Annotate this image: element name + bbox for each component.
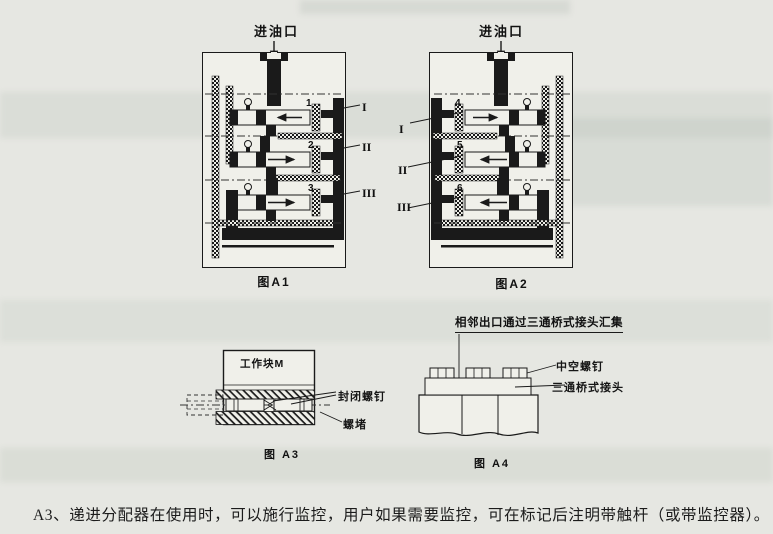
a3-block-section-drawing: 工作块M	[180, 349, 343, 426]
a1-outlet-label-1: I	[362, 100, 367, 114]
a2-piston-number-5: 5	[457, 140, 463, 151]
a4-caption: 图 A4	[473, 458, 511, 470]
bleedthrough-artifact	[0, 448, 773, 482]
a2-outlet-label-2: II	[398, 163, 408, 177]
a2-piston-number-4: 4	[455, 98, 461, 109]
a3-plug-label: 螺堵	[343, 419, 367, 431]
bleedthrough-artifact	[0, 92, 773, 138]
a2-caption: 图A2	[495, 277, 529, 291]
a2-piston-number-6: 6	[457, 183, 463, 194]
a2-distributor-body	[430, 52, 573, 268]
a2-outlet-leader-line	[407, 155, 462, 168]
a3-seal-screw-left	[225, 398, 265, 412]
a1-outlet-label-2: II	[362, 140, 372, 154]
a4-bridge-bar	[424, 377, 532, 396]
bleedthrough-artifact	[300, 0, 570, 14]
a2-outlet-leader-line	[407, 196, 462, 209]
a3-seal-screw-leader	[290, 394, 337, 405]
a3-seal-screw-leader	[272, 391, 337, 402]
a4-tee-fitting-leader	[514, 384, 566, 388]
a3-hatched-flange-top	[215, 389, 315, 400]
a1-outlet-label-3: III	[362, 186, 377, 200]
a2-distributor-drawing: 4 5 6	[407, 41, 573, 274]
a1-distributor-drawing: 1 2 3	[202, 41, 361, 274]
a4-tee-fitting-label: 三通桥式接头	[552, 382, 624, 394]
a3-hatched-flange-bottom	[215, 411, 315, 425]
footer-note: A3、递进分配器在使用时，可以施行监控，用户如果需要监控，可在标记后注明带触杆（…	[33, 507, 770, 524]
a4-distributor-blocks	[418, 394, 539, 437]
a1-outlet-leader-line	[332, 190, 361, 197]
a2-inlet-port-label: 进油口	[479, 24, 525, 39]
a1-caption: 图A1	[257, 275, 291, 289]
a2-outlet-leader-line	[409, 111, 464, 124]
bleedthrough-artifact	[548, 118, 773, 206]
a1-outlet-leader-line	[332, 104, 361, 111]
bleedthrough-artifact	[0, 300, 773, 342]
a3-working-block-label: 工作块M	[240, 357, 284, 370]
a4-hollow-screw-label: 中空螺钉	[556, 361, 604, 373]
a1-piston-number-2: 2	[308, 140, 314, 151]
a1-outlet-leader-line	[332, 144, 361, 151]
a4-hollow-screw-leader	[526, 364, 557, 374]
a2-outlet-label-3: III	[397, 200, 412, 214]
a1-inlet-port-label: 进油口	[254, 24, 300, 39]
a1-distributor-body	[203, 52, 346, 268]
a3-plug-leader	[319, 411, 343, 423]
a1-piston-number-1: 1	[306, 98, 312, 109]
a4-bridge-fitting-drawing	[418, 334, 566, 437]
a3-caption: 图 A3	[263, 449, 301, 461]
a3-seal-screw-label: 封闭螺钉	[338, 391, 386, 403]
a4-title: 相邻出口通过三通桥式接头汇集	[455, 314, 623, 333]
a1-piston-number-3: 3	[308, 183, 314, 194]
a2-outlet-label-1: I	[399, 122, 404, 136]
a4-hollow-screws	[429, 367, 528, 379]
